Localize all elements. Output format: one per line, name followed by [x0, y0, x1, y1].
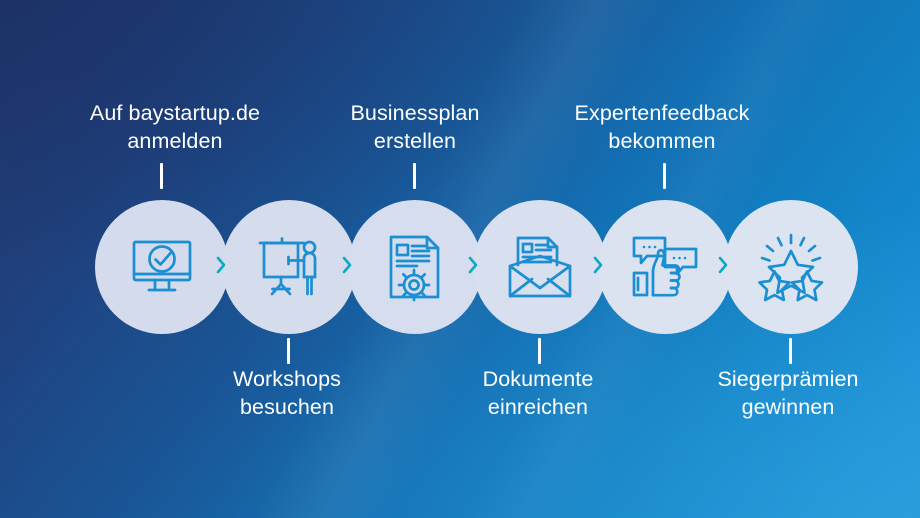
separator-1 — [207, 248, 235, 282]
envelope-document-icon — [502, 229, 578, 305]
step-label-4-line1: Dokumente — [482, 367, 594, 391]
connector-tick-1 — [160, 163, 163, 189]
presentation-presenter-icon — [252, 230, 326, 304]
three-stars-icon — [753, 229, 829, 305]
step-label-2-line1: Workshops — [232, 367, 342, 391]
step-label-4: Dokumente einreichen — [338, 365, 738, 422]
step-circle-3[interactable] — [348, 200, 482, 334]
step-label-3: Businessplan erstellen — [215, 99, 615, 156]
chevron-right-icon — [715, 254, 731, 276]
thumbs-up-chat-icon — [627, 229, 703, 305]
step-label-5-line1: Expertenfeedback — [574, 101, 750, 125]
step-label-5-line2: bekommen — [608, 129, 716, 154]
connector-tick-3 — [413, 163, 416, 189]
chevron-right-icon — [213, 254, 229, 276]
connector-tick-4 — [538, 338, 541, 364]
chevron-right-icon — [465, 254, 481, 276]
step-circle-2[interactable] — [222, 200, 356, 334]
connector-tick-6 — [789, 338, 792, 364]
step-label-4-line2: einreichen — [487, 395, 589, 420]
step-label-1-line1: Auf baystartup.de — [89, 101, 261, 125]
separator-2 — [333, 248, 361, 282]
separator-4 — [584, 248, 612, 282]
monitor-check-icon — [125, 230, 199, 304]
step-label-2-line2: besuchen — [239, 395, 335, 420]
step-label-6-line1: Siegerprämien — [717, 367, 859, 391]
document-gear-icon — [378, 230, 452, 304]
separator-3 — [459, 248, 487, 282]
step-label-5: Expertenfeedback bekommen — [462, 99, 862, 156]
step-label-6-line2: gewinnen — [741, 395, 835, 420]
chevron-right-icon — [339, 254, 355, 276]
step-circle-5[interactable] — [598, 200, 732, 334]
separator-5 — [709, 248, 737, 282]
step-label-1: Auf baystartup.de anmelden — [0, 99, 375, 156]
step-circle-6[interactable] — [724, 200, 858, 334]
step-label-3-line1: Businessplan — [350, 101, 480, 125]
step-label-3-line2: erstellen — [373, 129, 457, 154]
chevron-right-icon — [590, 254, 606, 276]
connector-tick-2 — [287, 338, 290, 364]
connector-tick-5 — [663, 163, 666, 189]
step-label-1-line2: anmelden — [127, 129, 223, 154]
step-label-6: Siegerprämien gewinnen — [588, 365, 920, 422]
step-circle-1[interactable] — [95, 200, 229, 334]
step-circle-4[interactable] — [473, 200, 607, 334]
step-label-2: Workshops besuchen — [87, 365, 487, 422]
